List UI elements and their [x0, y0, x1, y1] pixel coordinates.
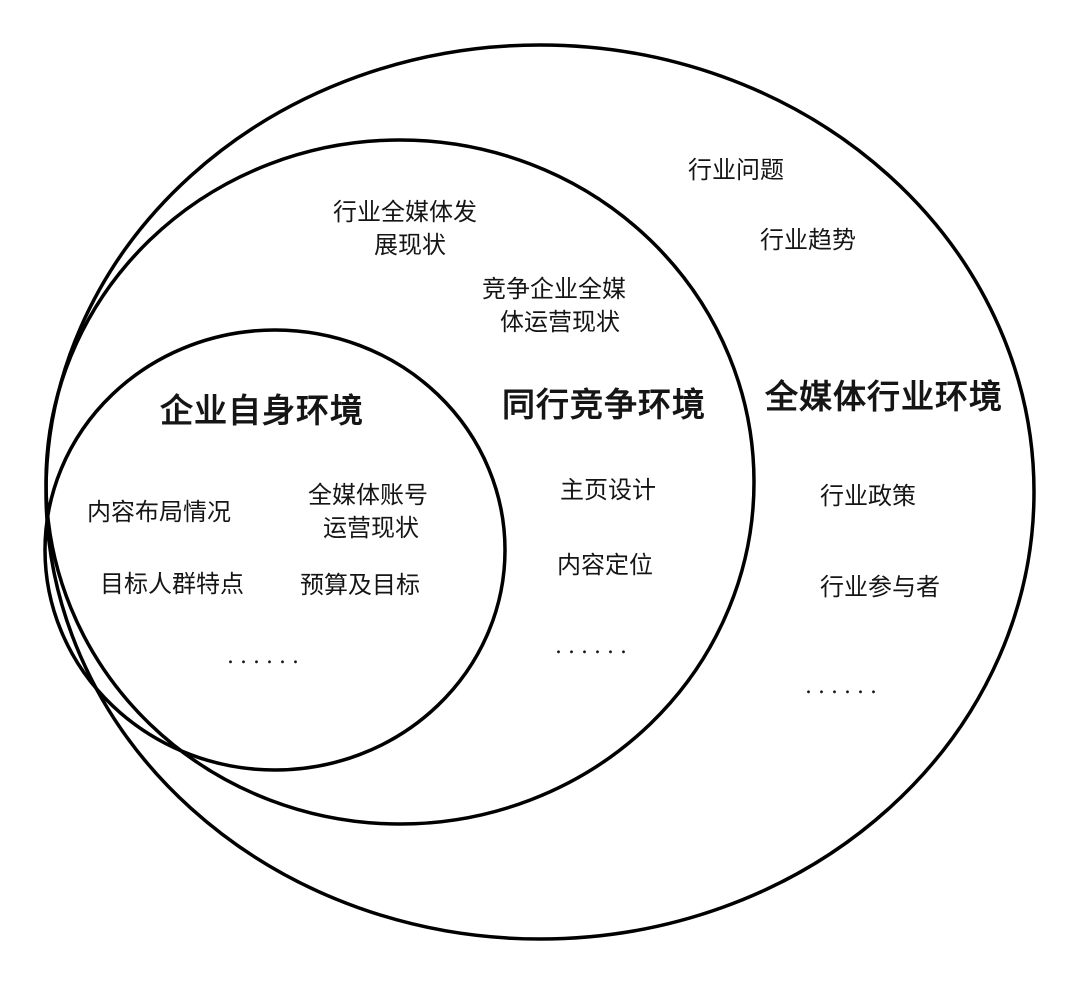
outer-title: 全媒体行业环境 — [765, 377, 1003, 416]
middle-title: 同行竞争环境 — [502, 385, 706, 424]
middle-item-industry-media-status-line1: 行业全媒体发 — [333, 198, 477, 226]
inner-item-target-audience: 目标人群特点 — [100, 570, 244, 598]
outer-item-industry-trends: 行业趋势 — [760, 226, 856, 254]
middle-ellipsis: ...... — [555, 634, 633, 659]
middle-item-homepage-design: 主页设计 — [560, 476, 656, 504]
inner-item-content-layout: 内容布局情况 — [87, 498, 231, 526]
outer-item-industry-policy: 行业政策 — [820, 482, 916, 510]
middle-item-competitor-ops-line2: 体运营现状 — [500, 308, 620, 336]
outer-item-industry-issues: 行业问题 — [688, 156, 784, 184]
inner-item-account-ops-line1: 全媒体账号 — [308, 481, 428, 509]
outer-ellipsis: ...... — [805, 674, 883, 699]
middle-item-industry-media-status-line2: 展现状 — [374, 231, 446, 259]
inner-ellipse-enterprise — [43, 328, 507, 772]
inner-item-account-ops-line2: 运营现状 — [323, 514, 419, 542]
inner-title: 企业自身环境 — [160, 391, 364, 430]
inner-item-budget-goals: 预算及目标 — [300, 571, 420, 599]
inner-ellipsis: ...... — [227, 644, 305, 669]
middle-item-competitor-ops-line1: 竞争企业全媒 — [482, 275, 626, 303]
middle-item-content-positioning: 内容定位 — [557, 551, 653, 579]
middle-ellipse-competition — [44, 138, 756, 826]
outer-item-industry-participants: 行业参与者 — [820, 573, 940, 601]
